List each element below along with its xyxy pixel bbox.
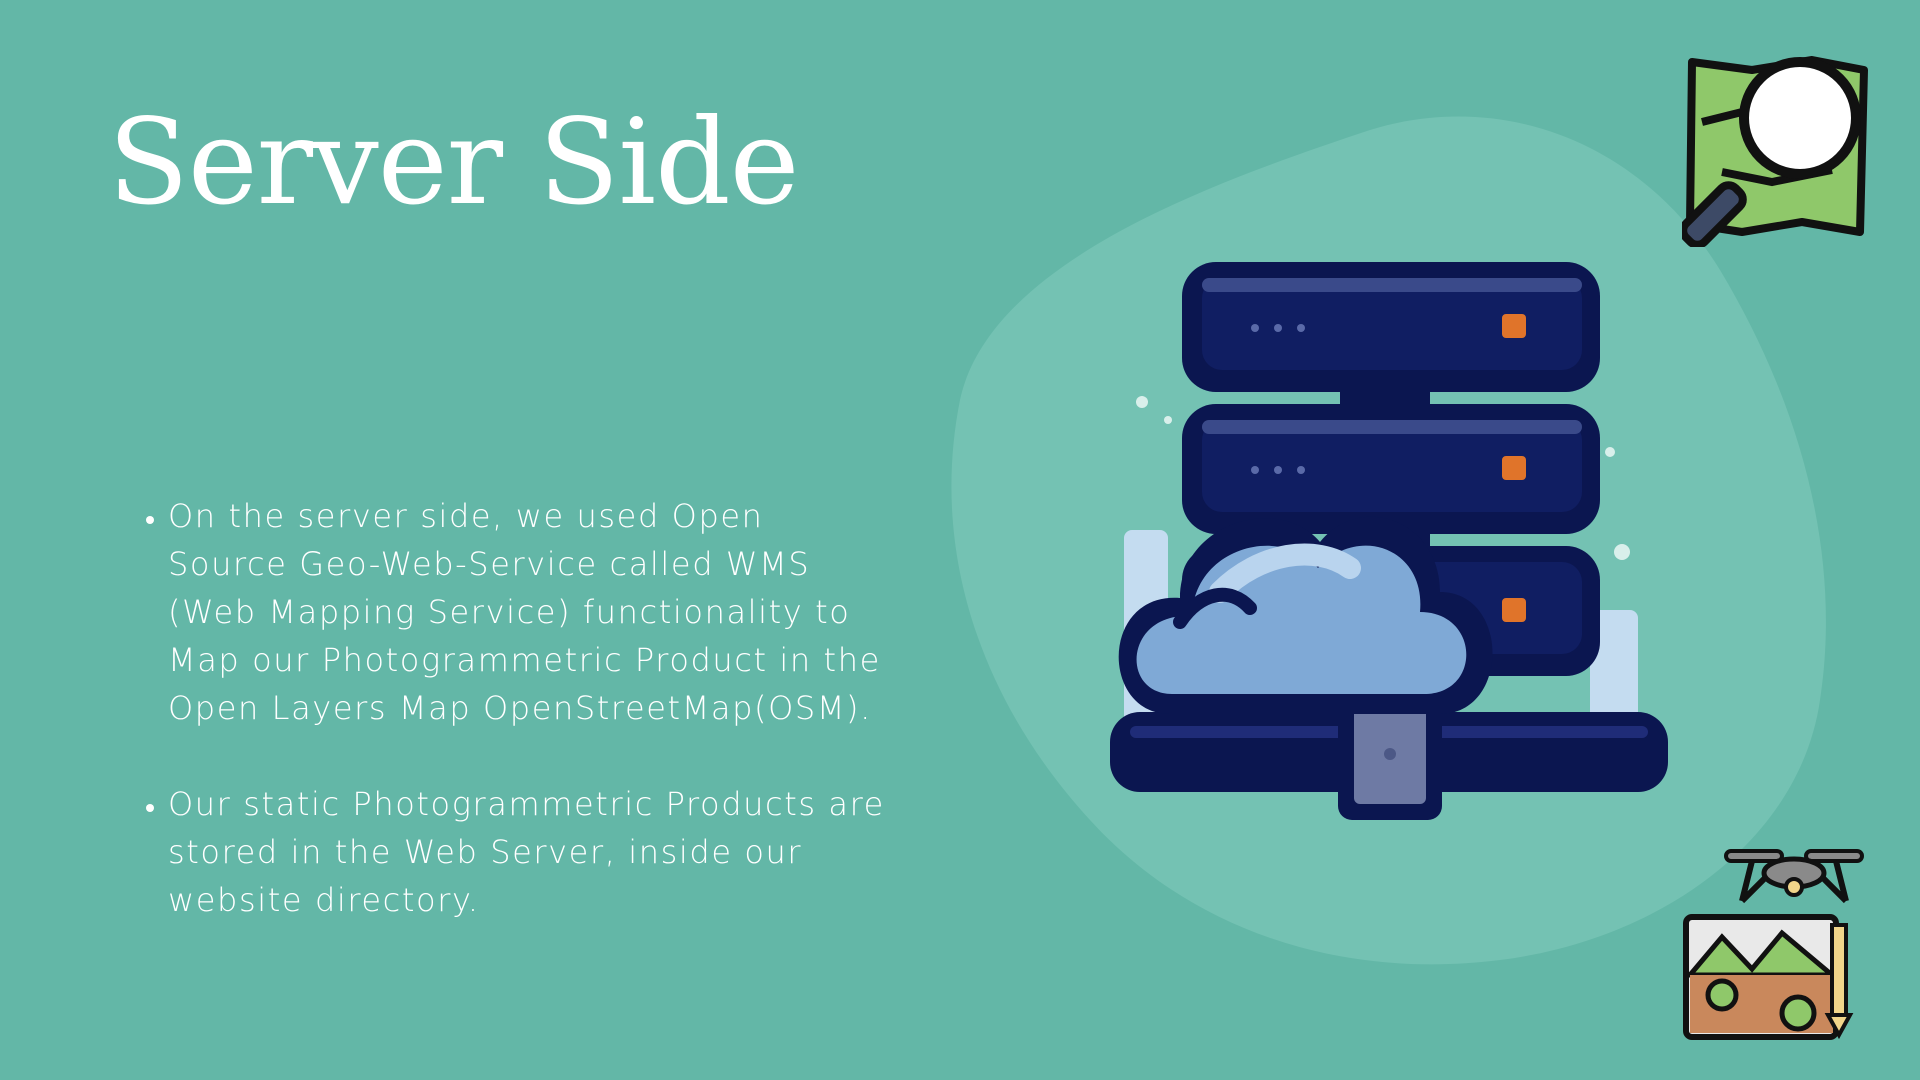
bullet-item: On the server side, we used Open Source … xyxy=(168,492,888,732)
map-search-icon xyxy=(1682,56,1868,247)
drone-survey-icon xyxy=(1683,849,1864,1040)
slide-title: Server Side xyxy=(108,93,799,231)
bullet-item: Our static Photogrammetric Products are … xyxy=(168,780,888,924)
bullet-list: On the server side, we used Open Source … xyxy=(136,492,888,972)
server-cloud-icon xyxy=(1110,262,1668,820)
